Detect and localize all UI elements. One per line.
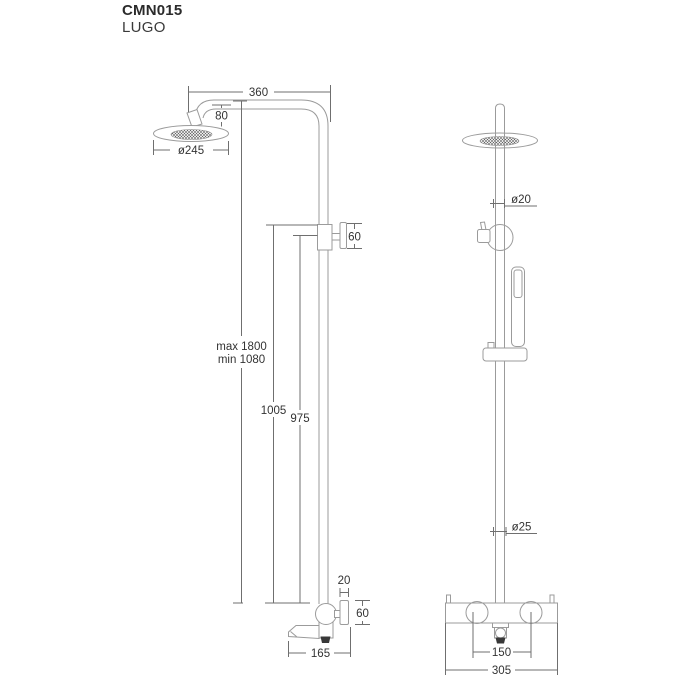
wall-post-right xyxy=(549,594,555,604)
wall-post-left xyxy=(446,594,451,604)
diverter-knob-front xyxy=(486,224,514,251)
dim-upper-pipe-length-label: 1005 xyxy=(261,405,287,417)
spout-aerator-front xyxy=(495,637,506,644)
head-connector xyxy=(186,108,203,128)
dim-valve-width xyxy=(445,623,558,675)
slider-knob-disc xyxy=(339,222,347,249)
valve-body-front xyxy=(445,602,558,624)
dim-valve-width-label: 305 xyxy=(492,665,511,677)
spout-flange-front xyxy=(492,622,509,628)
dim-inlet-spacing-label: 150 xyxy=(492,647,511,659)
dim-pipe-diameter-lower-label: ø25 xyxy=(512,522,532,534)
dim-upper-pipe-length xyxy=(266,224,318,603)
holder-clip xyxy=(487,342,495,349)
dim-slider-knob-height xyxy=(347,223,362,249)
dim-head-diameter xyxy=(153,140,229,155)
dim-valve-knob-height-label: 60 xyxy=(356,608,369,620)
title-block: CMN015 LUGO xyxy=(122,2,182,37)
dim-spout-depth xyxy=(288,627,351,657)
product-name: LUGO xyxy=(122,19,166,37)
dim-knob-thickness-label: 20 xyxy=(338,575,351,587)
dim-total-height xyxy=(233,100,247,604)
dim-inlet-spacing xyxy=(472,612,532,658)
hand-shower-face xyxy=(513,269,523,298)
valve-handle-left xyxy=(465,601,489,624)
spout-aerator-side xyxy=(320,636,331,643)
dim-pipe-diameter-upper xyxy=(490,199,537,208)
dim-height-max-label: max 1800 xyxy=(216,341,267,353)
dim-arm-reach xyxy=(188,85,331,122)
dim-pipe-diameter-lower xyxy=(490,527,537,536)
valve-knob-disc-side xyxy=(339,600,349,625)
dim-arm-reach-label: 360 xyxy=(249,87,268,99)
rain-head-spray-face xyxy=(170,129,213,140)
tub-spout-tip-line xyxy=(290,631,298,638)
dim-knob-position-label: 975 xyxy=(290,413,309,425)
dim-head-offset-label: 80 xyxy=(215,111,228,123)
valve-knob-stem-side xyxy=(334,610,341,618)
dim-height-min-label: min 1080 xyxy=(218,354,265,366)
hand-shower xyxy=(511,266,525,347)
product-code: CMN015 xyxy=(122,2,183,19)
side-view-drawing: 360 80 ø245 60 max 1800 min 1080 xyxy=(153,85,370,660)
dim-head-offset xyxy=(212,104,231,127)
slider-knob-stem xyxy=(331,233,341,241)
shower-arm-outer xyxy=(194,99,329,604)
tub-spout-side xyxy=(288,625,320,640)
dim-pipe-diameter-upper-label: ø20 xyxy=(511,194,531,206)
shower-arm-inner xyxy=(202,108,320,604)
riser-pipe-front xyxy=(495,103,505,603)
dim-knob-thickness xyxy=(339,588,349,597)
dim-head-diameter-label: ø245 xyxy=(178,145,204,157)
dim-spout-depth-label: 165 xyxy=(311,648,330,660)
dim-knob-position xyxy=(265,235,318,604)
rain-head-spray-face-front xyxy=(479,136,520,146)
diverter-lever-block xyxy=(477,229,491,243)
front-view-drawing: ø20 ø25 150 305 xyxy=(445,103,558,677)
valve-ball-side xyxy=(315,603,337,625)
holder-shelf xyxy=(482,347,528,362)
slider-body xyxy=(317,224,333,251)
dim-valve-knob-height xyxy=(355,600,370,625)
dim-slider-knob-height-label: 60 xyxy=(348,232,361,244)
